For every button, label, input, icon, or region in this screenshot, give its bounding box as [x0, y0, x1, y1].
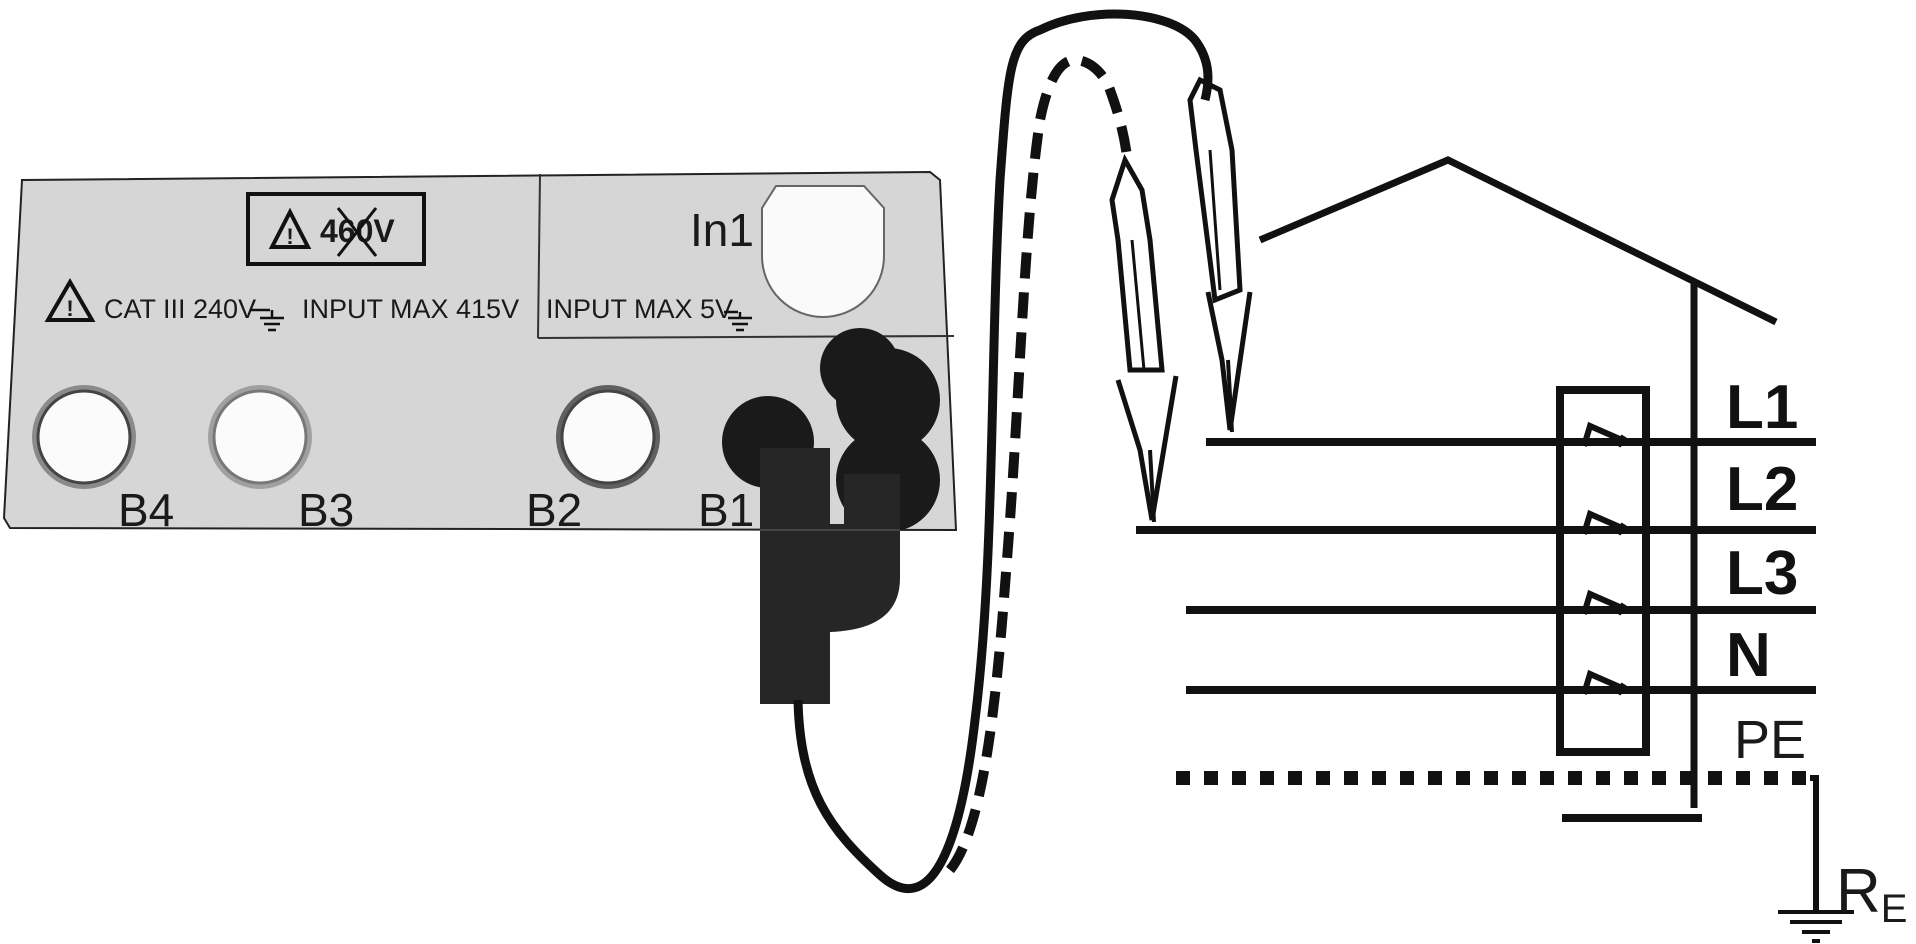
line-label-l2: L2: [1726, 455, 1798, 524]
ground-icon: [250, 308, 284, 332]
warning-triangle-icon: [268, 207, 312, 249]
terminal-label-b3: B3: [298, 484, 354, 536]
breaker-switch: [1581, 509, 1627, 536]
terminal-b4[interactable]: [32, 385, 136, 489]
terminal-label-b2: B2: [526, 484, 582, 536]
clamp-probe: [1109, 153, 1179, 523]
in1-socket[interactable]: [761, 185, 885, 318]
cross-out-icon: [336, 207, 378, 257]
voltage-warning-box: ! 460V: [246, 192, 426, 266]
supply-lines: [1136, 438, 1816, 694]
terminal-b2[interactable]: [556, 385, 660, 489]
house-roof: [1258, 156, 1778, 808]
terminal-label-b4: B4: [118, 484, 174, 536]
svg-text:!: !: [286, 224, 293, 249]
earth-ground-icon: [1778, 910, 1854, 943]
in1-label: In1: [690, 204, 754, 256]
line-label-n: N: [1726, 621, 1771, 690]
line-label-l1: L1: [1726, 373, 1798, 442]
dashed-cable: [945, 54, 1133, 874]
breaker-switch: [1581, 421, 1627, 448]
breaker-box: [1556, 386, 1702, 822]
cat-rating-text: CAT III 240V: [104, 294, 256, 324]
earth-resistance-label: RE: [1836, 857, 1907, 931]
measurement-cable: [793, 9, 1213, 893]
terminal-b3[interactable]: [208, 385, 312, 489]
svg-text:!: !: [66, 296, 73, 321]
input-max-right-text: INPUT MAX 5V: [546, 294, 733, 324]
ground-icon: [724, 310, 752, 332]
breaker-switch: [1581, 589, 1627, 616]
terminal-label-b1: B1: [698, 484, 754, 536]
pe-conductor: [1176, 771, 1819, 912]
line-label-pe: PE: [1734, 710, 1806, 770]
input-max-left-text: INPUT MAX 415V: [302, 294, 519, 324]
line-label-l3: L3: [1726, 539, 1798, 608]
b1-plug-connector[interactable]: [722, 328, 940, 704]
clamp-probe: [1187, 76, 1253, 433]
breaker-switch: [1581, 669, 1627, 696]
warning-triangle-icon: [44, 278, 96, 322]
